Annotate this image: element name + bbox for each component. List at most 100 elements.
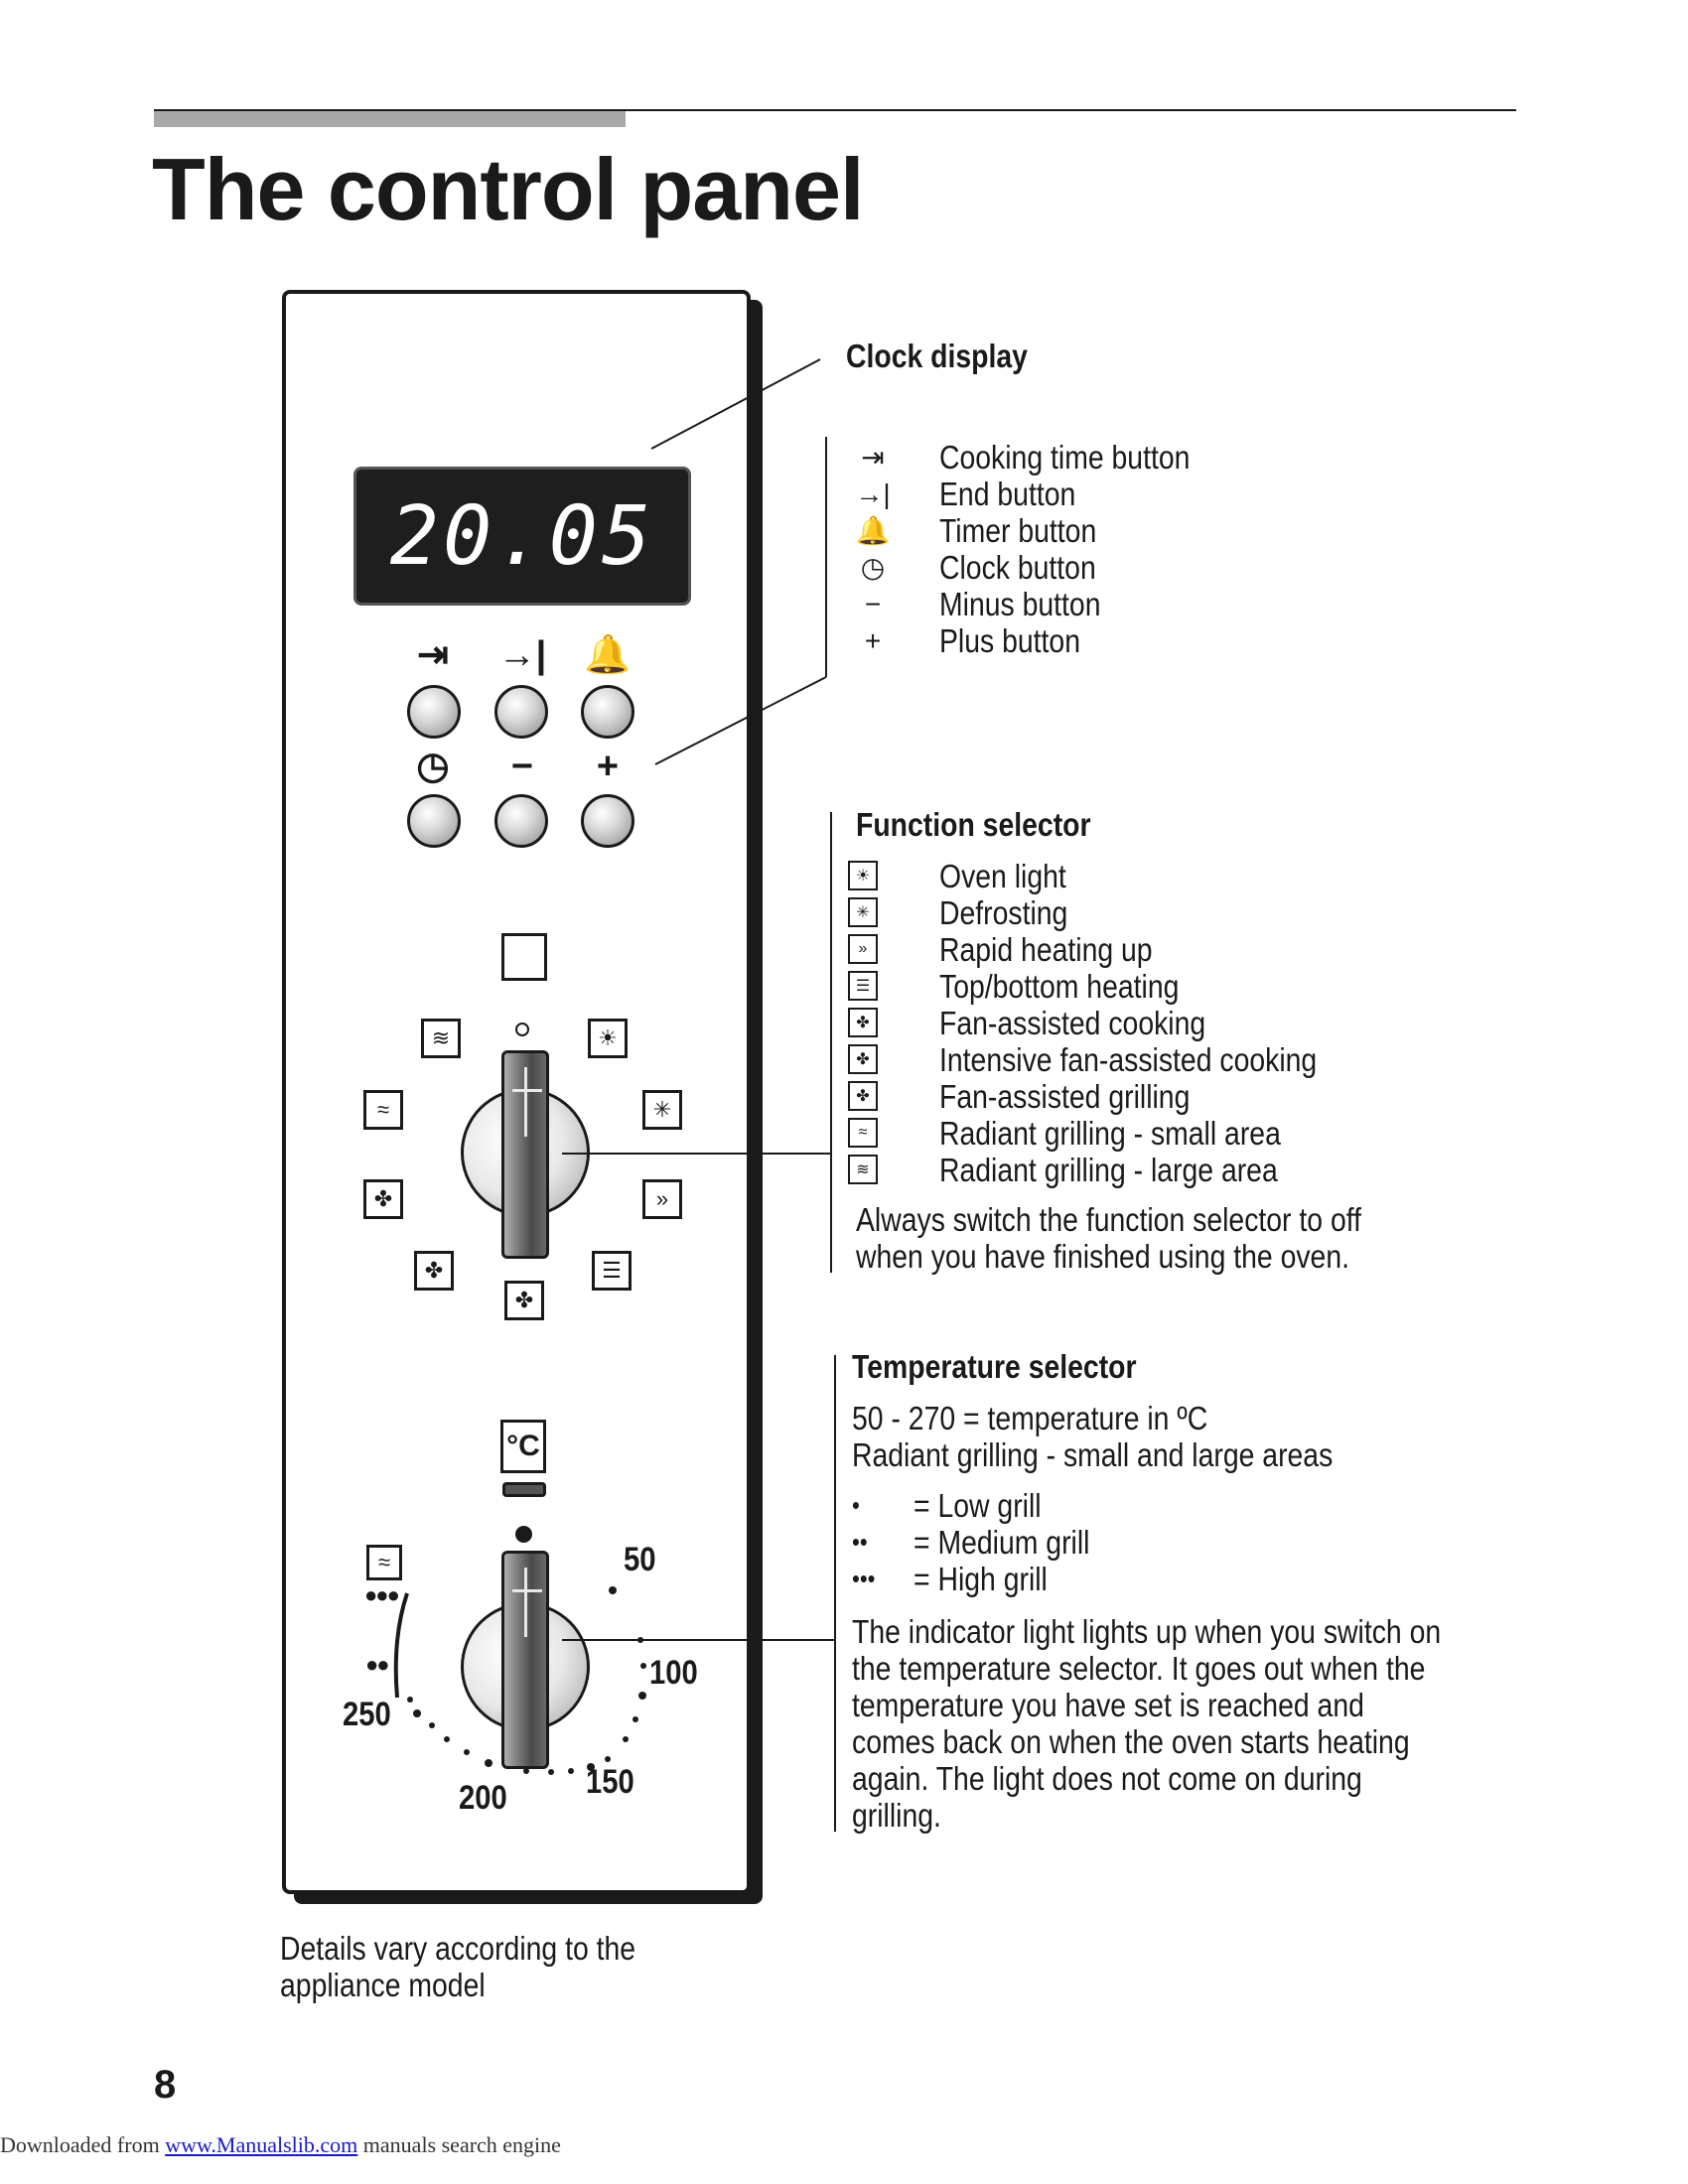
timer-button[interactable]: [581, 685, 634, 739]
temp-tick-50: 50: [624, 1541, 656, 1578]
grill-areas-text: Radiant grilling - small and large areas: [852, 1436, 1334, 1473]
tick-dot: [587, 1763, 595, 1771]
page-number: 8: [154, 2063, 177, 2107]
defrost-icon: ✳: [642, 1090, 682, 1130]
tick-dot: [640, 1663, 646, 1669]
indicator-note-line: again. The light does not come on during: [852, 1760, 1362, 1797]
medium-grill-label: = Medium grill: [914, 1524, 1090, 1561]
tick-dot: [605, 1756, 611, 1762]
tick-dot: [413, 1709, 421, 1717]
temp-tick-250: 250: [343, 1696, 391, 1733]
radiant-grill-large-icon: ≋: [848, 1155, 878, 1184]
minus-symbol: −: [510, 746, 534, 787]
cooking-time-symbol: ⇥: [417, 634, 449, 676]
top-bottom-heat-icon: ☰: [848, 971, 878, 1001]
tick-dot: [464, 1749, 470, 1755]
figure-caption: Details vary according to the appliance …: [280, 1930, 636, 2003]
off-position-icon: [515, 1023, 529, 1036]
rapid-heat-icon: »: [642, 1179, 682, 1219]
tick-dot: [548, 1769, 554, 1775]
end-symbol: →|: [497, 634, 547, 676]
cooking-time-button[interactable]: [407, 685, 461, 739]
temperature-range-text: 50 - 270 = temperature in ºC: [852, 1400, 1208, 1436]
fan-cooking-icon: ✤: [504, 1281, 544, 1320]
page-title: The control panel: [152, 140, 864, 238]
tick-dot: [633, 1716, 638, 1722]
bell-icon: 🔔: [855, 515, 891, 546]
function-knob-handle[interactable]: [501, 1050, 549, 1259]
intensive-fan-icon: ✤: [848, 1044, 878, 1074]
tick-dot: [485, 1759, 492, 1767]
minus-button[interactable]: [494, 794, 548, 848]
celsius-icon: °C: [500, 1420, 546, 1473]
temperature-dial-arc: [393, 1586, 646, 1775]
temperature-section-bar: [834, 1355, 836, 1832]
high-grill-dots-legend: •••: [852, 1564, 876, 1593]
medium-grill-dots: ●●: [365, 1652, 390, 1677]
minus-icon: −: [864, 589, 882, 619]
plus-button[interactable]: [581, 794, 634, 848]
indicator-note-line: temperature you have set is reached and: [852, 1687, 1364, 1723]
plus-symbol: +: [596, 746, 620, 787]
temp-tick-200: 200: [459, 1779, 507, 1817]
temp-off-dot: [515, 1526, 532, 1543]
temp-tick-100: 100: [649, 1654, 698, 1692]
end-icon: →|: [855, 478, 891, 509]
top-bottom-heat-icon: ☰: [592, 1251, 632, 1291]
temp-tick-150: 150: [586, 1763, 634, 1801]
tick-dot: [444, 1736, 450, 1742]
function-section-bar: [830, 812, 832, 1273]
tick-dot: [623, 1736, 629, 1742]
high-grill-label: = High grill: [914, 1561, 1048, 1597]
defrost-icon: ✳: [848, 897, 878, 927]
high-grill-dots: ●●●: [364, 1582, 400, 1607]
indicator-note-line: The indicator light lights up when you s…: [852, 1613, 1442, 1650]
medium-grill-dots: ••: [852, 1527, 868, 1557]
radiant-grill-large-icon: ≋: [421, 1019, 461, 1058]
clock-display-heading: Clock display: [846, 338, 1028, 374]
grill-range-arc: [393, 1592, 409, 1699]
bell-symbol: 🔔: [584, 634, 632, 676]
tick-dot: [407, 1697, 413, 1703]
clock-symbol: ◷: [416, 746, 450, 787]
function-note-line1: Always switch the function selector to o…: [856, 1201, 1361, 1238]
fan-cooking-icon: ✤: [848, 1008, 878, 1037]
indicator-note-line: comes back on when the oven starts heati…: [852, 1723, 1410, 1760]
fan-grill-icon: ✤: [848, 1081, 878, 1111]
tick-dot: [609, 1586, 617, 1594]
oven-light-icon: ☀: [588, 1019, 628, 1058]
temperature-selector-heading: Temperature selector: [852, 1348, 1137, 1385]
temperature-indicator-light: [502, 1482, 546, 1497]
fan-grill-icon: ✤: [363, 1179, 403, 1219]
tick-dot: [429, 1722, 435, 1728]
tick-dot: [568, 1768, 574, 1774]
end-button[interactable]: [494, 685, 548, 739]
clock-display: 20.05: [353, 467, 691, 606]
temperature-knob-handle[interactable]: [501, 1551, 549, 1769]
grill-icon: ≈: [366, 1545, 402, 1580]
manualslib-link[interactable]: www.Manualslib.com: [165, 2132, 358, 2157]
indicator-note-line: the temperature selector. It goes out wh…: [852, 1650, 1426, 1687]
cooking-time-icon: ⇥: [861, 442, 885, 473]
radiant-grill-small-icon: ≈: [363, 1090, 403, 1130]
oven-light-icon: ☀: [848, 861, 878, 890]
function-note-line2: when you have finished using the oven.: [856, 1238, 1349, 1275]
low-grill-dots: •: [852, 1490, 860, 1520]
radiant-grill-small-icon: ≈: [848, 1118, 878, 1148]
function-indicator-light: [501, 933, 547, 981]
plus-icon: +: [864, 625, 882, 656]
tick-dot: [523, 1768, 529, 1774]
header-rule: [154, 109, 1516, 111]
intensive-fan-icon: ✤: [414, 1251, 454, 1291]
clock-button[interactable]: [407, 794, 461, 848]
header-accent-bar: [154, 111, 626, 127]
clock-icon: ◷: [860, 552, 886, 583]
low-grill-label: = Low grill: [914, 1487, 1042, 1524]
rapid-heat-icon: »: [848, 934, 878, 964]
tick-dot: [638, 1692, 646, 1700]
tick-dot: [637, 1637, 643, 1643]
download-footer: Downloaded from www.Manualslib.com manua…: [0, 2132, 561, 2157]
function-selector-heading: Function selector: [856, 806, 1091, 843]
indicator-note-line: grilling.: [852, 1797, 941, 1834]
